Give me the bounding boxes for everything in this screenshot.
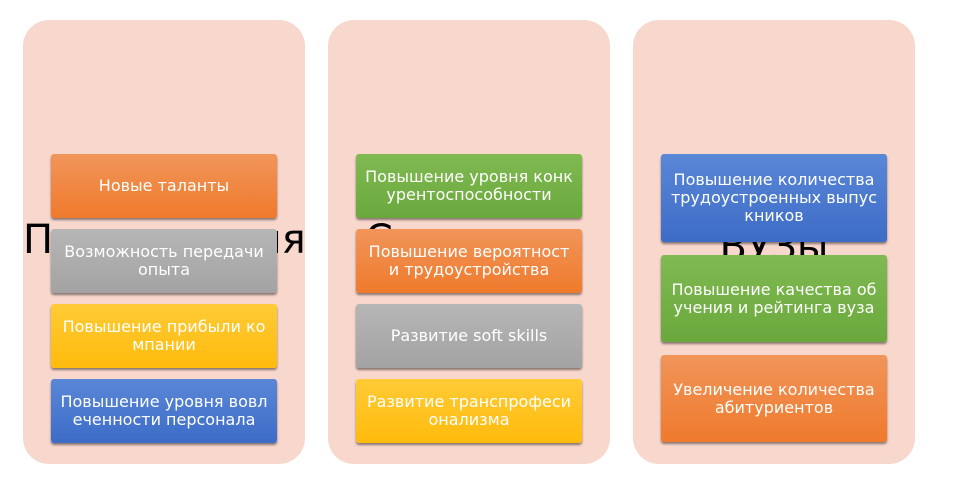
panel-students: Студенты Повышение уровня конкурентоспос…: [328, 20, 610, 464]
benefit-box: Развитие soft skills: [356, 304, 582, 368]
benefit-box: Повышение уровня вовлеченности персонала: [51, 379, 277, 443]
benefit-box: Возможность передачи опыта: [51, 229, 277, 293]
benefit-box: Развитие транспрофесионализма: [356, 379, 582, 443]
benefit-box: Повышение вероятности трудоустройства: [356, 229, 582, 293]
panel-enterprises: Предприятия Новые таланты Возможность пе…: [23, 20, 305, 464]
benefit-box: Повышение качества обучения и рейтинга в…: [661, 255, 887, 342]
benefit-box: Повышение уровня конкурентоспособности: [356, 154, 582, 218]
benefit-box: Увеличение количества абитуриентов: [661, 355, 887, 442]
panel-universities: ВУЗы Повышение количества трудоустроенны…: [633, 20, 915, 464]
benefit-box: Повышение количества трудоустроенных вып…: [661, 154, 887, 242]
benefit-box: Новые таланты: [51, 154, 277, 218]
benefit-box: Повышение прибыли компании: [51, 304, 277, 368]
